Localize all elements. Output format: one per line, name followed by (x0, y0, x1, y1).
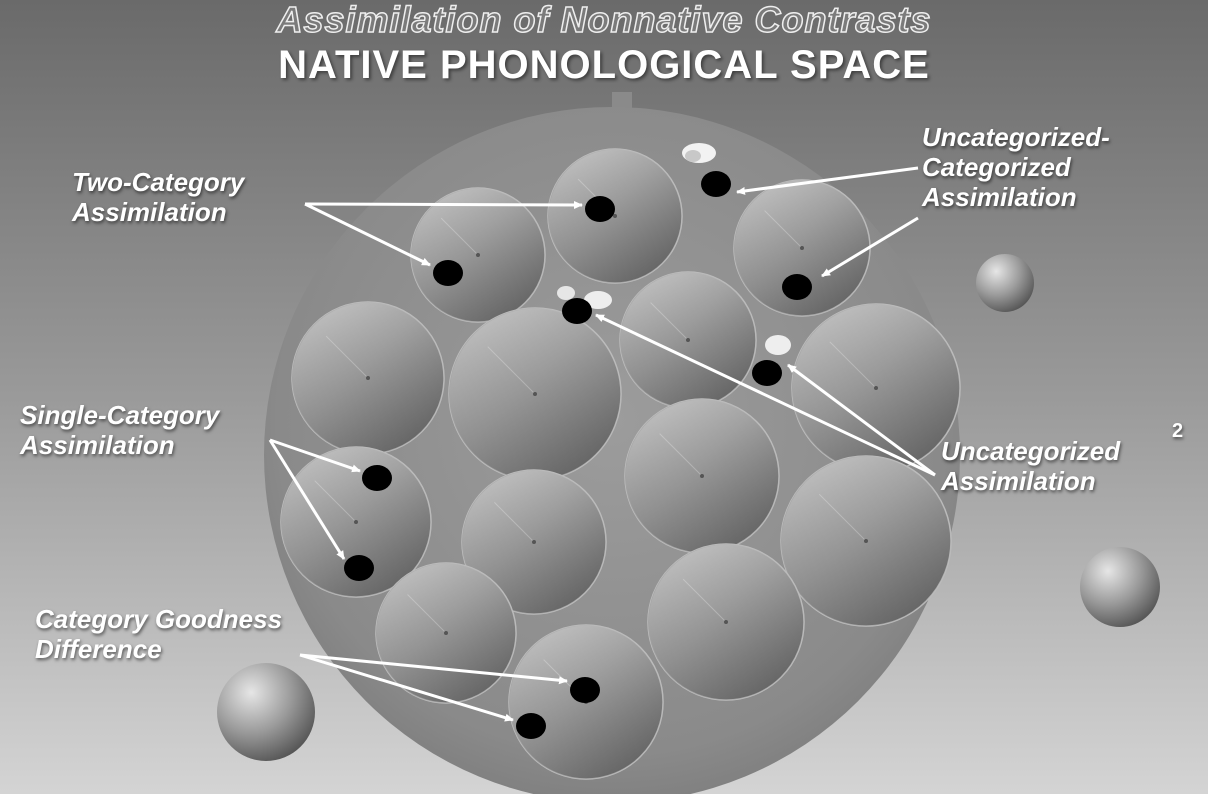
assimilation-dot (585, 196, 615, 222)
category-cone (625, 399, 779, 553)
assimilation-dot (362, 465, 392, 491)
category-cone (781, 456, 951, 626)
category-cone (648, 544, 804, 700)
category-cone (411, 188, 545, 322)
floating-sphere (976, 254, 1034, 312)
category-cone (292, 302, 444, 454)
label-category-goodness-difference: Category Goodness Difference (35, 604, 282, 664)
assimilation-dot (433, 260, 463, 286)
label-uncategorized-assimilation: Uncategorized Assimilation (941, 436, 1120, 496)
annotation-arrow (305, 204, 582, 205)
assimilation-dot (562, 298, 592, 324)
floating-sphere (1080, 547, 1160, 627)
category-cone (620, 272, 756, 408)
category-cone (548, 149, 682, 283)
assimilation-dot (782, 274, 812, 300)
label-two-category-assimilation: Two-Category Assimilation (72, 167, 244, 227)
assimilation-dot (344, 555, 374, 581)
label-single-category-assimilation: Single-Category Assimilation (20, 400, 219, 460)
assimilation-dot (516, 713, 546, 739)
category-cone (449, 308, 621, 480)
page-title: Assimilation of Nonnative Contrasts (0, 0, 1208, 40)
assimilation-dot (570, 677, 600, 703)
assimilation-dot (701, 171, 731, 197)
category-cone (376, 563, 516, 703)
floating-sphere (217, 663, 315, 761)
label-uncategorized-categorized-assimilation: Uncategorized- Categorized Assimilation (922, 122, 1110, 212)
page-subtitle: NATIVE PHONOLOGICAL SPACE (0, 42, 1208, 88)
label-uncategorized-superscript: 2 (1172, 420, 1183, 443)
assimilation-dot (752, 360, 782, 386)
